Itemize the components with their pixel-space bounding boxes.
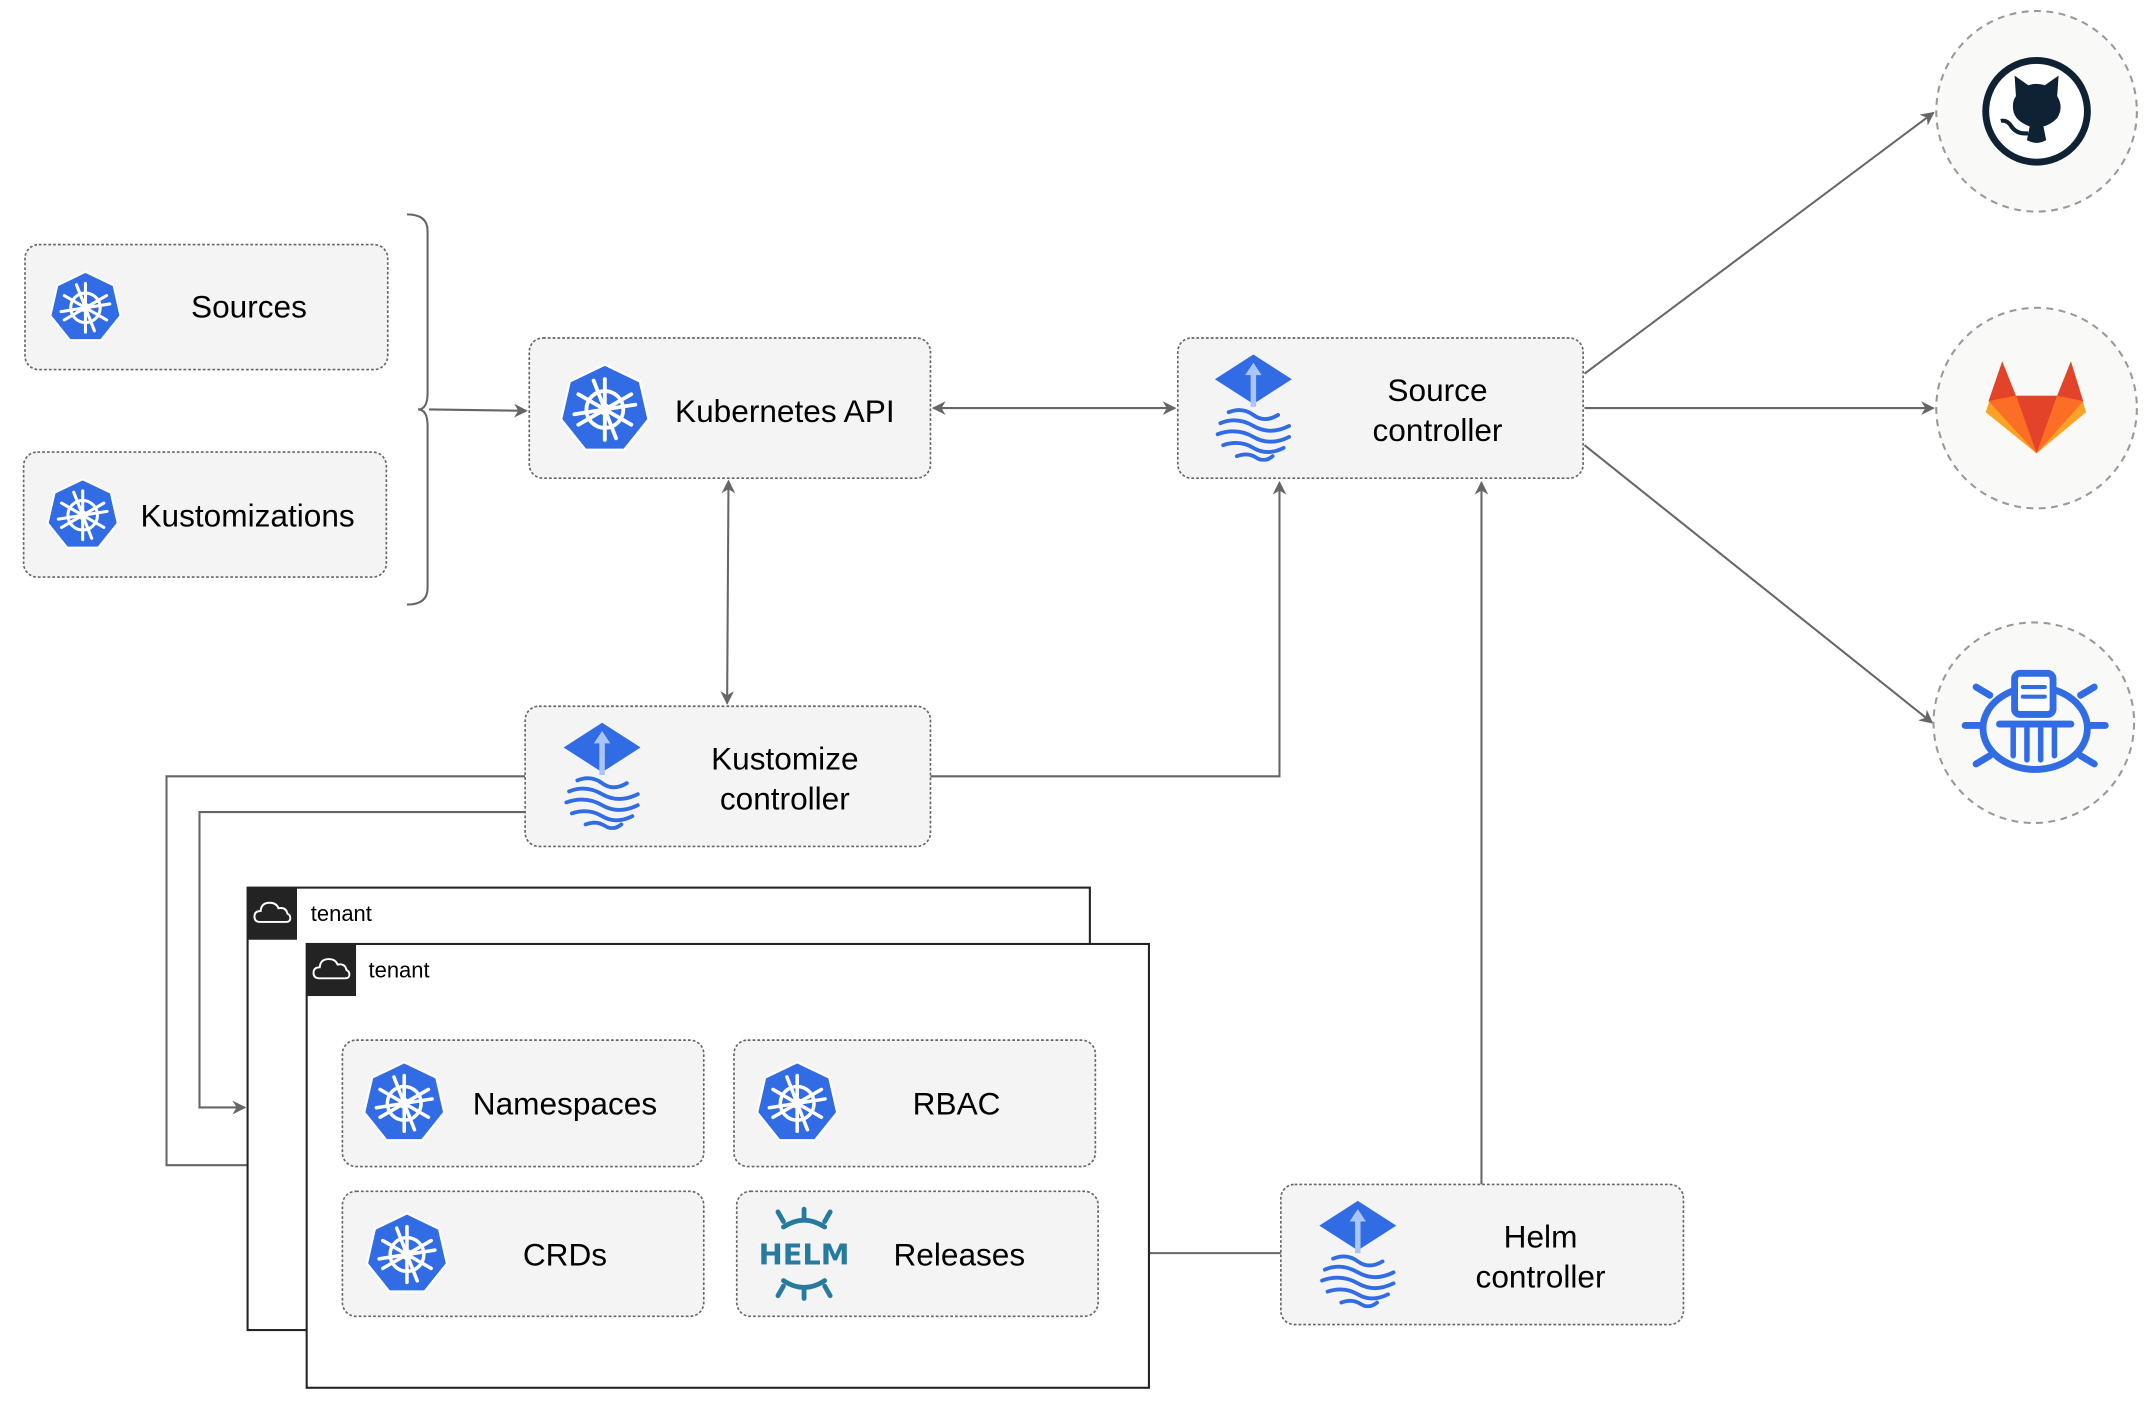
- kustomize-controller-label-2: controller: [720, 780, 850, 816]
- github-node[interactable]: [1935, 9, 2138, 213]
- gitlab-node[interactable]: [1935, 306, 2138, 510]
- edges: [165, 111, 1935, 1260]
- kubernetes-api-label: Kubernetes API: [675, 393, 895, 429]
- source-controller-label-1: Source: [1387, 372, 1487, 408]
- cloud-icon: [247, 887, 298, 940]
- sources-node[interactable]: Sources: [24, 243, 389, 371]
- releases-node[interactable]: HELM Releases: [735, 1190, 1099, 1318]
- bucket-icon: [1961, 669, 2109, 773]
- edge-kustomize-to-source-controller: [930, 480, 1287, 778]
- bucket-node[interactable]: [1932, 621, 2136, 825]
- helm-controller-label-2: controller: [1476, 1258, 1606, 1294]
- kustomize-controller-label-1: Kustomize: [711, 740, 858, 776]
- cloud-icon: [306, 943, 357, 997]
- edge-kustomize-to-tenant-back: [198, 811, 526, 1115]
- rbac-node[interactable]: RBAC: [733, 1039, 1097, 1168]
- helm-controller-label-1: Helm: [1504, 1219, 1578, 1255]
- sources-label: Sources: [191, 288, 307, 324]
- kustomizations-node[interactable]: Kustomizations: [22, 451, 388, 578]
- edge-kubernetes-api-kustomize-controller: [720, 479, 736, 705]
- tenant-label: tenant: [311, 901, 372, 926]
- crds-label: CRDs: [523, 1236, 607, 1272]
- edge-crds-to-kubernetes-api: [428, 403, 528, 418]
- helm-controller-node[interactable]: Helm controller: [1280, 1183, 1685, 1326]
- kubernetes-api-node[interactable]: Kubernetes API: [528, 337, 932, 479]
- edge-kustomize-to-tenant-front: [165, 775, 526, 1173]
- namespaces-node[interactable]: Namespaces: [341, 1039, 705, 1168]
- namespaces-label: Namespaces: [473, 1085, 657, 1121]
- github-icon: [1982, 57, 2091, 166]
- tenant-label: tenant: [369, 958, 430, 983]
- source-controller-node[interactable]: Source controller: [1176, 337, 1584, 479]
- source-controller-label-2: controller: [1373, 412, 1503, 448]
- kustomize-controller-node[interactable]: Kustomize controller: [524, 705, 932, 848]
- helm-icon: HELM: [759, 1206, 850, 1301]
- tenant-front[interactable]: tenant Namespaces RBAC CRDs: [305, 942, 1150, 1389]
- helm-logo-text: HELM: [759, 1237, 850, 1271]
- gitlab-icon: [1985, 361, 2087, 454]
- crds-node[interactable]: CRDs: [341, 1190, 705, 1318]
- brace: [406, 213, 429, 606]
- rbac-label: RBAC: [913, 1085, 1001, 1121]
- kustomizations-label: Kustomizations: [140, 497, 354, 533]
- edge-source-to-bucket: [1583, 444, 1934, 724]
- releases-label: Releases: [893, 1236, 1025, 1272]
- edge-source-to-github: [1583, 111, 1935, 375]
